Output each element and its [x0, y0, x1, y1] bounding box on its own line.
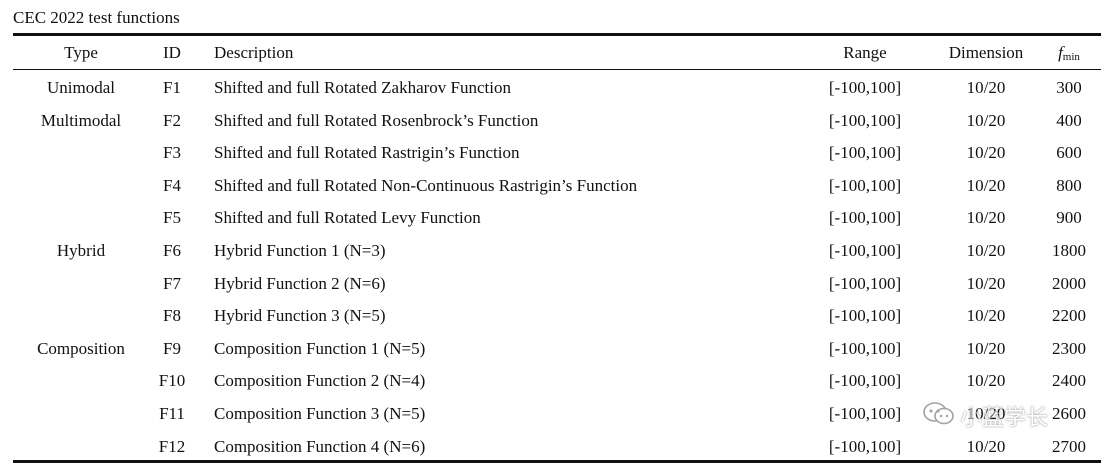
cell-range: [-100,100] — [828, 338, 902, 358]
cell-id: F7 — [163, 273, 181, 293]
cell-id: F5 — [163, 208, 181, 228]
cell-fmin: 300 — [1056, 78, 1082, 97]
cell-range: [-100,100] — [828, 403, 902, 423]
cell-dimension: 10/20 — [966, 208, 1006, 228]
watermark: 小蓝学长 — [922, 399, 1048, 433]
cell-id: F10 — [158, 371, 186, 391]
header-fmin-subscript: min — [1062, 51, 1080, 63]
cell-description: Shifted and full Rotated Rosenbrock’s Fu… — [214, 110, 539, 130]
header-fmin-symbol: f — [1058, 43, 1063, 62]
cell-dimension: 10/20 — [966, 175, 1006, 195]
cell-dimension: 10/20 — [966, 273, 1006, 293]
cell-type: Hybrid — [56, 240, 106, 260]
watermark-text: 小蓝学长 — [960, 406, 1049, 431]
table-row: F5 Shifted and full Rotated Levy Functio… — [0, 204, 1108, 237]
cell-id: F12 — [158, 436, 186, 456]
table-row: F8 Hybrid Function 3 (N=5) [-100,100] 10… — [0, 302, 1108, 335]
table-row: Multimodal F2 Shifted and full Rotated R… — [0, 107, 1108, 140]
header-dimension: Dimension — [948, 43, 1024, 62]
cell-id: F6 — [163, 240, 181, 260]
cell-range: [-100,100] — [828, 110, 902, 130]
cell-fmin: 400 — [1056, 110, 1082, 130]
cell-dimension: 10/20 — [966, 110, 1006, 130]
cell-range: [-100,100] — [828, 78, 902, 97]
chat-bubbles-icon — [922, 400, 956, 433]
cell-fmin: 1800 — [1052, 240, 1086, 260]
cell-description: Composition Function 1 (N=5) — [214, 338, 426, 358]
cell-dimension: 10/20 — [966, 338, 1006, 358]
cell-id: F8 — [163, 306, 181, 326]
cell-description: Shifted and full Rotated Non-Continuous … — [214, 175, 638, 195]
cell-id: F11 — [159, 403, 185, 423]
table-row: Hybrid F6 Hybrid Function 1 (N=3) [-100,… — [0, 237, 1108, 270]
table-row: F7 Hybrid Function 2 (N=6) [-100,100] 10… — [0, 270, 1108, 303]
cell-description: Shifted and full Rotated Rastrigin’s Fun… — [214, 143, 520, 163]
cell-description: Composition Function 2 (N=4) — [214, 371, 426, 391]
header-fmin: fmin — [1040, 40, 1098, 70]
cell-id: F9 — [163, 338, 181, 358]
cell-dimension: 10/20 — [966, 306, 1006, 326]
cell-range: [-100,100] — [828, 371, 902, 391]
cell-description: Hybrid Function 1 (N=3) — [214, 240, 386, 260]
cell-description: Hybrid Function 3 (N=5) — [214, 306, 386, 326]
cell-id: F1 — [163, 78, 181, 97]
cell-range: [-100,100] — [828, 208, 902, 228]
header-id: ID — [163, 43, 181, 62]
cell-description: Shifted and full Rotated Zakharov Functi… — [214, 78, 511, 97]
cell-type: Multimodal — [40, 110, 122, 130]
cell-fmin: 2200 — [1052, 306, 1086, 326]
cell-dimension: 10/20 — [966, 371, 1006, 391]
table-caption: CEC 2022 test functions — [13, 8, 180, 27]
table-header-rule — [13, 69, 1101, 70]
cell-dimension: 10/20 — [966, 78, 1006, 97]
table-row: F12 Composition Function 4 (N=6) [-100,1… — [0, 433, 1108, 466]
cell-range: [-100,100] — [828, 273, 902, 293]
header-description: Description — [214, 43, 294, 62]
table-row: F3 Shifted and full Rotated Rastrigin’s … — [0, 139, 1108, 172]
header-range: Range — [843, 43, 887, 62]
cell-dimension: 10/20 — [966, 143, 1006, 163]
table-row: Unimodal F1 Shifted and full Rotated Zak… — [0, 74, 1108, 107]
cell-fmin: 2700 — [1052, 436, 1086, 456]
cell-dimension: 10/20 — [966, 436, 1006, 456]
table-bottom-rule — [13, 460, 1101, 463]
cell-range: [-100,100] — [828, 436, 902, 456]
table-top-rule — [13, 33, 1101, 36]
table-row: F4 Shifted and full Rotated Non-Continuo… — [0, 172, 1108, 205]
cell-range: [-100,100] — [828, 306, 902, 326]
cell-dimension: 10/20 — [966, 240, 1006, 260]
cell-type: Composition — [37, 338, 125, 358]
cell-fmin: 2600 — [1052, 403, 1086, 423]
cell-fmin: 900 — [1056, 208, 1082, 228]
cell-fmin: 2400 — [1052, 371, 1086, 391]
cell-fmin: 600 — [1056, 143, 1082, 163]
cell-dimension: 10/20 — [966, 403, 1006, 423]
table-body: Unimodal F1 Shifted and full Rotated Zak… — [0, 74, 1108, 465]
cell-description: Hybrid Function 2 (N=6) — [214, 273, 386, 293]
cell-type: Unimodal — [47, 78, 115, 97]
cell-description: Composition Function 3 (N=5) — [214, 403, 426, 423]
cell-id: F2 — [163, 110, 181, 130]
cell-range: [-100,100] — [828, 175, 902, 195]
cell-fmin: 800 — [1056, 175, 1082, 195]
table-header-row: Type ID Description Range Dimension fmin — [0, 40, 1108, 66]
cell-description: Composition Function 4 (N=6) — [214, 436, 426, 456]
cell-id: F4 — [163, 175, 181, 195]
cell-fmin: 2300 — [1052, 338, 1086, 358]
table-row: Composition F9 Composition Function 1 (N… — [0, 335, 1108, 368]
cell-description: Shifted and full Rotated Levy Function — [214, 208, 481, 228]
header-type: Type — [64, 43, 98, 62]
cell-fmin: 2000 — [1052, 273, 1086, 293]
table-row: F10 Composition Function 2 (N=4) [-100,1… — [0, 367, 1108, 400]
table-row: F11 Composition Function 3 (N=5) [-100,1… — [0, 400, 1108, 433]
cell-id: F3 — [163, 143, 181, 163]
cell-range: [-100,100] — [828, 143, 902, 163]
cell-range: [-100,100] — [828, 240, 902, 260]
